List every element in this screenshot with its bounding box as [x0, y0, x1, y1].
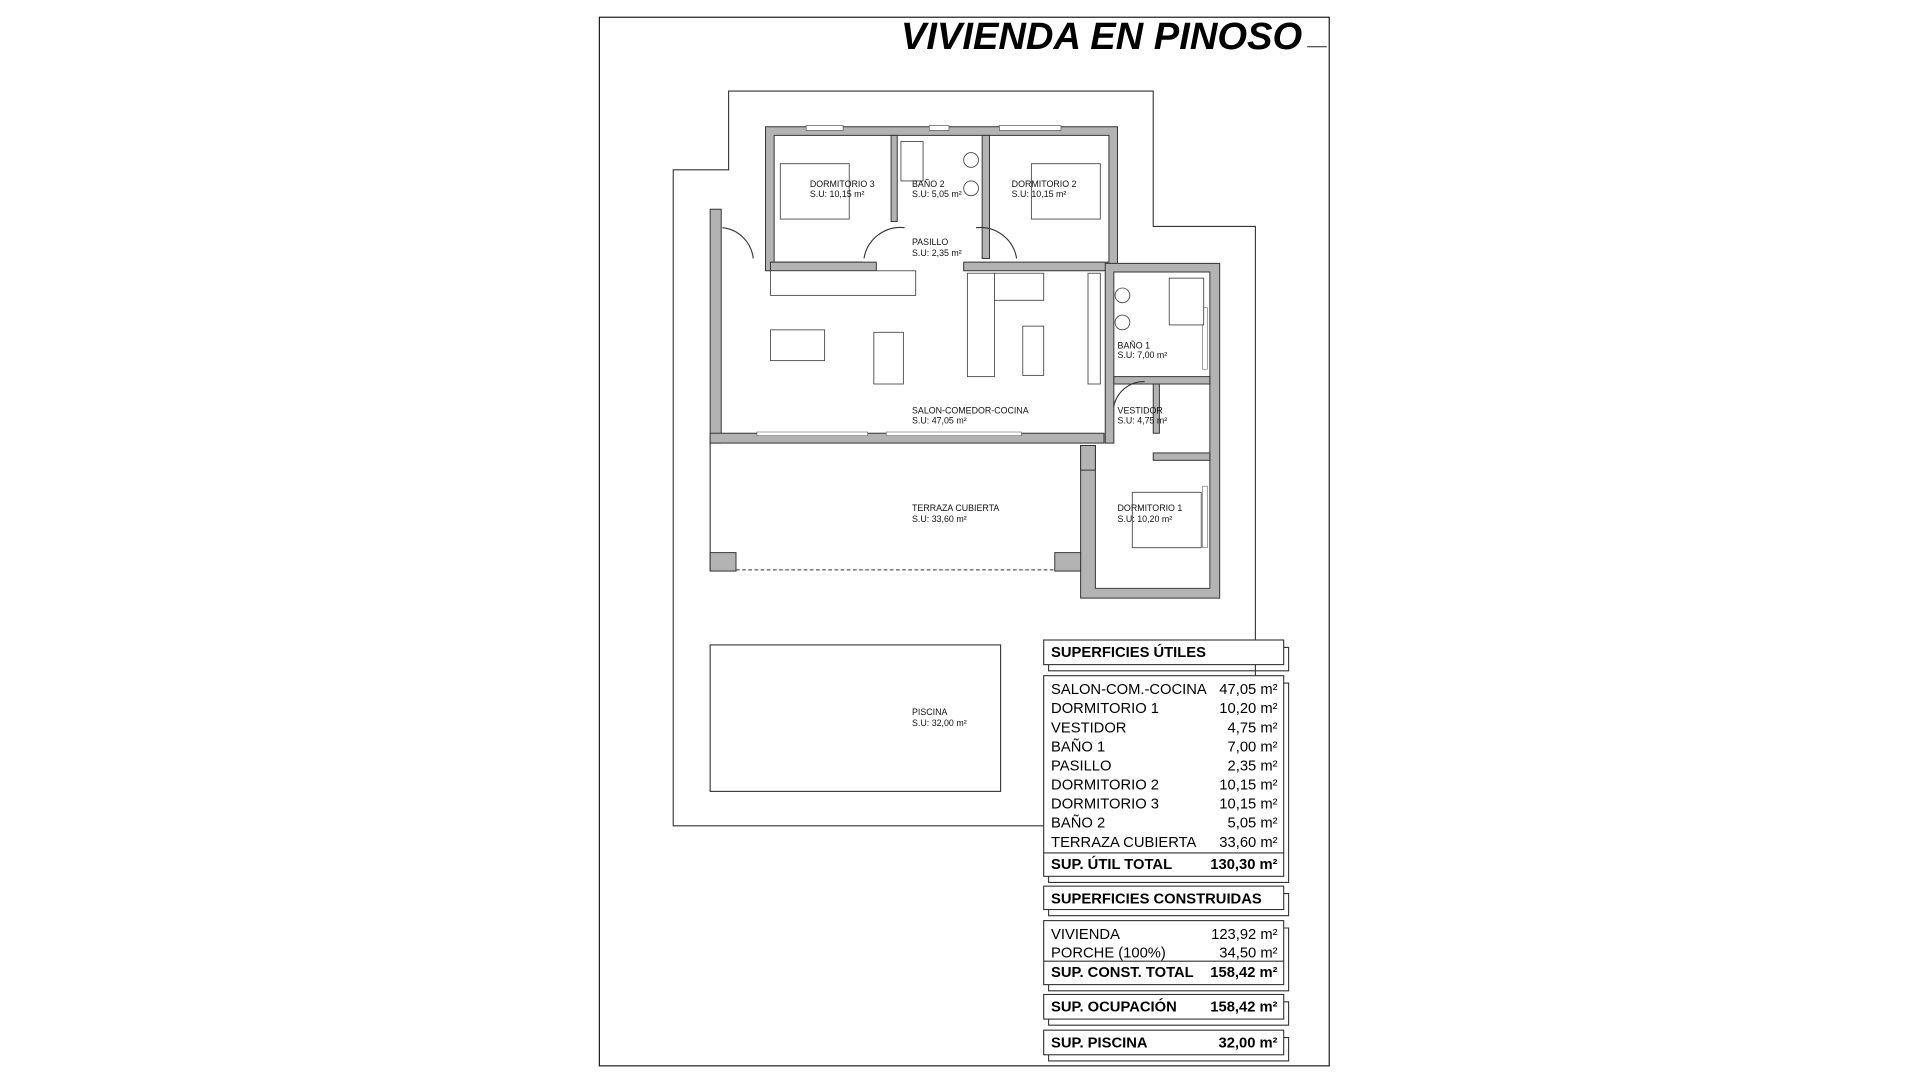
room-label: VESTIDOR [1118, 406, 1163, 416]
utiles-row-label: DORMITORIO 3 [1051, 797, 1159, 813]
kitchen-counter [770, 270, 917, 296]
coffee-table [1022, 325, 1045, 376]
sheet-title: VIVIENDA EN PINOSO [901, 15, 1303, 58]
utiles-row-label: DORMITORIO 2 [1051, 778, 1159, 794]
sink-icon [1114, 314, 1131, 331]
walls [709, 125, 1221, 599]
sofa [966, 272, 995, 378]
kitchen-island [770, 329, 826, 362]
utiles-header-box: SUPERFICIES ÚTILES [1043, 639, 1290, 672]
room-area: S.U: 32,00 m² [912, 718, 967, 728]
room-area: S.U: 4,75 m² [1118, 415, 1168, 425]
ocupacion-label: SUP. OCUPACIÓN [1051, 998, 1177, 1016]
piscina-box: SUP. PISCINA 32,00 m² [1043, 1029, 1290, 1062]
room-area: S.U: 2,35 m² [912, 248, 962, 258]
room-labels: DORMITORIO 3 S.U: 10,15 m² BAÑO 2 S.U: 5… [810, 179, 1183, 728]
utiles-row-label: BAÑO 1 [1051, 738, 1105, 755]
construidas-row-label: VIVIENDA [1051, 927, 1120, 943]
room-label: PASILLO [912, 237, 948, 247]
construidas-header-box: SUPERFICIES CONSTRUIDAS [1043, 885, 1290, 917]
room-label: TERRAZA CUBIERTA [912, 503, 999, 513]
construidas-header: SUPERFICIES CONSTRUIDAS [1051, 891, 1262, 907]
sink-icon [1114, 287, 1131, 304]
utiles-row-label: VESTIDOR [1051, 720, 1126, 736]
construidas-row-value: 34,50 m² [1219, 946, 1277, 962]
utiles-row-label: BAÑO 2 [1051, 815, 1105, 832]
ocupacion-value: 158,42 m² [1210, 1000, 1277, 1016]
room-label: DORMITORIO 2 [1012, 179, 1077, 189]
construidas-table: VIVIENDA 123,92 m² PORCHE (100%) 34,50 m² S… [1043, 920, 1290, 992]
bed-dormitorio-2 [1030, 163, 1101, 220]
utiles-row-value: 10,15 m² [1219, 797, 1277, 813]
utiles-total-value: 130,30 m² [1210, 857, 1277, 873]
furniture [770, 141, 1205, 549]
utiles-total-label: SUP. ÚTIL TOTAL [1051, 855, 1172, 873]
room-label: BAÑO 1 [1118, 340, 1151, 350]
pool [709, 644, 1002, 792]
room-label: SALON-COMEDOR-COCINA [912, 406, 1029, 416]
room-area: S.U: 33,60 m² [912, 514, 967, 524]
sheet-frame [598, 16, 1330, 1067]
shower-bano-2 [900, 141, 924, 182]
utiles-table: SALON-COM.-COCINA 47,05 m² DORMITORIO 1 10,… [1043, 675, 1290, 884]
utiles-row-label: TERRAZA CUBIERTA [1051, 835, 1196, 851]
doors [722, 226, 1145, 407]
construidas-total-label: SUP. CONST. TOTAL [1051, 965, 1194, 981]
utiles-row-value: 47,05 m² [1219, 682, 1277, 698]
room-area: S.U: 10,20 m² [1118, 514, 1173, 524]
sofa-back [994, 272, 1045, 301]
tv-unit [1087, 272, 1101, 385]
utiles-header: SUPERFICIES ÚTILES [1051, 643, 1206, 661]
piscina-value: 32,00 m² [1218, 1035, 1277, 1051]
piscina-label: SUP. PISCINA [1051, 1035, 1148, 1051]
utiles-row-value: 5,05 m² [1228, 816, 1278, 832]
utiles-row-value: 10,20 m² [1219, 701, 1277, 717]
room-area: S.U: 7,00 m² [1118, 350, 1168, 360]
construidas-total-value: 158,42 m² [1210, 965, 1277, 981]
area-tables: SUPERFICIES ÚTILES SALON-COM.-COCINA 47,0… [1043, 639, 1290, 1062]
construidas-row-value: 123,92 m² [1211, 927, 1277, 943]
room-label: PISCINA [912, 707, 948, 717]
utiles-row-value: 33,60 m² [1219, 835, 1277, 851]
room-area: S.U: 10,15 m² [1012, 189, 1067, 199]
construidas-row-label: PORCHE (100%) [1051, 946, 1166, 962]
room-area: S.U: 5,05 m² [912, 189, 962, 199]
utiles-row-value: 7,00 m² [1228, 739, 1278, 755]
room-label: DORMITORIO 1 [1118, 503, 1183, 513]
sink-icon [963, 152, 979, 168]
utiles-row-value: 4,75 m² [1228, 720, 1278, 736]
utiles-row-label: PASILLO [1051, 758, 1111, 774]
utiles-row-value: 10,15 m² [1219, 778, 1277, 794]
utiles-row-label: DORMITORIO 1 [1051, 701, 1159, 717]
dining-table [873, 331, 904, 385]
bed-dormitorio-3 [779, 163, 850, 220]
shower-bano-1 [1168, 277, 1205, 326]
room-area: S.U: 10,15 m² [810, 189, 865, 199]
terraza [709, 443, 1096, 572]
room-label: DORMITORIO 3 [810, 179, 875, 189]
ocupacion-box: SUP. OCUPACIÓN 158,42 m² [1043, 993, 1290, 1026]
sink-icon [963, 180, 979, 197]
room-label: BAÑO 2 [912, 179, 945, 189]
utiles-row-value: 2,35 m² [1228, 758, 1278, 774]
utiles-row-label: SALON-COM.-COCINA [1051, 682, 1207, 698]
bed-dormitorio-1 [1131, 491, 1202, 549]
room-area: S.U: 47,05 m² [912, 415, 967, 425]
